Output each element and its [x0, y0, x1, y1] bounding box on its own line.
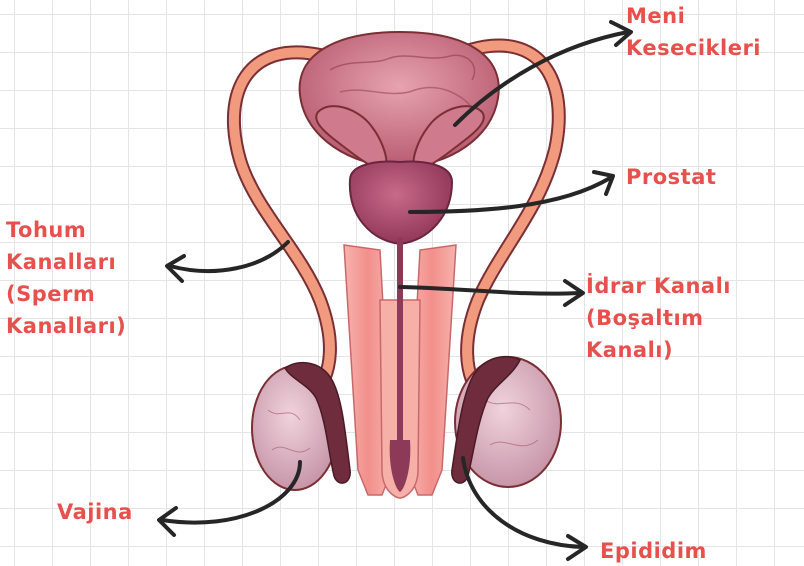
label-vas-deferens-line-1: Tohum [6, 214, 126, 246]
label-prostate: Prostat [626, 161, 716, 193]
label-urethra-line-1: İdrar Kanalı [586, 270, 731, 302]
label-epididymis-line-1: Epididim [600, 535, 707, 566]
arrow-vas-deferens [167, 242, 288, 281]
bladder [300, 32, 499, 168]
label-prostate-line-1: Prostat [626, 161, 716, 193]
label-seminal-vesicles-line-2: Kesecikleri [626, 32, 761, 64]
label-vas-deferens: Tohum Kanalları (Sperm Kanalları) [6, 214, 126, 342]
label-urethra: İdrar Kanalı (Boşaltım Kanalı) [586, 270, 731, 366]
label-urethra-line-2: (Boşaltım [586, 302, 731, 334]
label-vas-deferens-line-2: Kanalları [6, 246, 126, 278]
prostate [350, 162, 452, 244]
label-vas-deferens-line-4: Kanalları) [6, 310, 126, 342]
label-urethra-line-3: Kanalı) [586, 334, 731, 366]
label-vagina-line-1: Vajina [57, 496, 133, 528]
label-seminal-vesicles-line-1: Meni [626, 0, 761, 32]
label-epididymis: Epididim [600, 535, 707, 566]
label-seminal-vesicles: Meni Kesecikleri [626, 0, 761, 64]
label-vas-deferens-line-3: (Sperm [6, 278, 126, 310]
label-vagina: Vajina [57, 496, 133, 528]
